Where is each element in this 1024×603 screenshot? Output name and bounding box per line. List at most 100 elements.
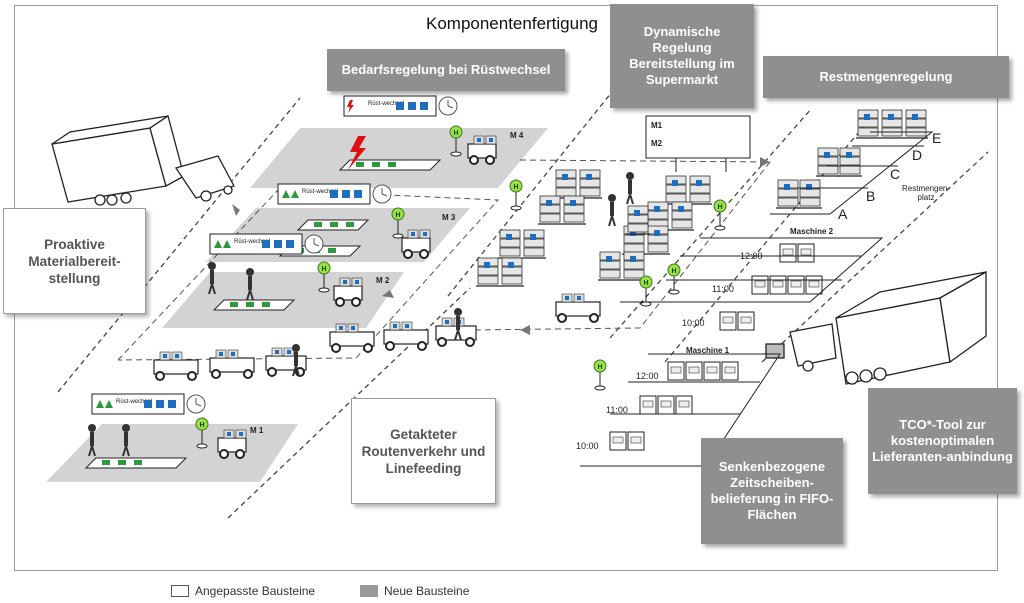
container-stack — [816, 147, 840, 177]
worker — [122, 424, 130, 457]
floor-m4 — [250, 128, 548, 188]
container-stack — [664, 175, 688, 205]
svg-text:H: H — [671, 268, 676, 275]
supermarket-board — [645, 115, 751, 172]
cart — [265, 347, 307, 377]
time-label: 11:00 — [712, 284, 734, 294]
cart — [209, 349, 255, 379]
svg-text:H: H — [643, 280, 648, 287]
worker — [208, 262, 216, 295]
fifo-container — [667, 361, 685, 381]
machine-label-m4: M 4 — [510, 131, 524, 140]
fifo-container — [751, 275, 769, 295]
container-stack — [798, 179, 822, 209]
container-stack — [838, 147, 862, 177]
box-proaktive-materialbereitstellung: Proaktive Materialbereit-stellung — [3, 208, 146, 314]
maschine-1-label: Maschine 1 — [686, 346, 730, 355]
cart — [383, 321, 429, 351]
machine-label-m1: M 1 — [250, 426, 264, 435]
box-dynamische-regelung: Dynamische Regelung Bereitstellung im Su… — [610, 4, 754, 108]
container-stack — [670, 201, 694, 231]
h-marker-icon: H — [639, 275, 653, 307]
legend-new: Neue Bausteine — [360, 584, 469, 598]
fifo-container — [609, 431, 627, 451]
box-getakteter-routenverkehr: Getakteter Routenverkehr und Linefeeding — [351, 398, 496, 504]
container-stack — [554, 169, 578, 199]
time-label: 12:00 — [636, 371, 659, 381]
cart — [153, 351, 199, 381]
container-stack — [904, 109, 928, 139]
changeover-sign: Rüst-wechsel — [91, 393, 206, 415]
legend-new-label: Neue Bausteine — [384, 584, 470, 598]
fifo-container — [737, 311, 755, 331]
box-senkenbezogene-belieferung: Senkenbezogene Zeitscheiben-belieferung … — [701, 438, 843, 544]
workbench — [338, 159, 442, 171]
workbench — [84, 457, 188, 469]
restmengen-letter-d: D — [912, 147, 923, 163]
svg-text:H: H — [717, 204, 722, 211]
container-stack — [646, 225, 670, 255]
fifo-container — [787, 275, 805, 295]
h-marker-icon: H — [391, 207, 405, 239]
h-marker-icon: H — [195, 417, 209, 449]
container-stack — [562, 195, 586, 225]
legend-adapted: Angepasste Bausteine — [171, 584, 315, 598]
box-tco-tool: TCO*-Tool zur kostenoptimalen Lieferante… — [868, 388, 1017, 494]
container-stack — [688, 175, 712, 205]
h-marker-icon: H — [667, 263, 681, 295]
container-stack — [500, 257, 524, 287]
worker — [608, 194, 616, 227]
fifo-container — [703, 361, 721, 381]
svg-text:H: H — [199, 422, 204, 429]
box-bedarfsregelung: Bedarfsregelung bei Rüstwechsel — [327, 49, 565, 91]
cart — [555, 293, 601, 323]
maschine-2-label: Maschine 2 — [790, 227, 834, 236]
changeover-sign: Rüst-wechsel — [277, 183, 392, 205]
h-marker-icon: H — [317, 261, 331, 293]
machine-label-m3: M 3 — [442, 213, 456, 222]
worker — [246, 268, 254, 301]
svg-text:Rüst-wechsel: Rüst-wechsel — [116, 399, 152, 405]
svg-text:Rüst-wechsel: Rüst-wechsel — [234, 239, 270, 245]
h-marker-icon: H — [593, 359, 607, 391]
board-label-m2: M2 — [651, 139, 663, 148]
fifo-container — [779, 243, 797, 263]
container-stack — [598, 251, 622, 281]
fifo-container — [627, 431, 645, 451]
board-label-m1: M1 — [651, 121, 663, 130]
h-marker-icon: H — [449, 125, 463, 157]
svg-text:H: H — [513, 184, 518, 191]
worker — [626, 172, 634, 205]
container-stack — [578, 169, 602, 199]
container-stack — [856, 109, 880, 139]
fifo-container — [675, 395, 693, 415]
cart — [329, 323, 375, 353]
restmengen-letter-c: C — [890, 166, 901, 182]
changeover-sign: Rüst-wechsel — [209, 233, 324, 255]
worker — [88, 424, 96, 457]
legend-swatch-white — [171, 585, 189, 597]
legend-swatch-grey — [360, 585, 378, 597]
page-title: Komponentenfertigung — [392, 14, 632, 34]
container-stack — [498, 229, 522, 259]
cart — [467, 135, 497, 165]
fifo-container — [805, 275, 823, 295]
separator-line — [761, 151, 989, 363]
fifo-container — [719, 311, 737, 331]
time-label: 10:00 — [576, 441, 599, 451]
box-restmengenregelung: Restmengenregelung — [763, 56, 1009, 98]
container-stack — [626, 205, 650, 235]
changeover-sign: Rüst-wechsel — [343, 95, 458, 117]
container-stack — [476, 257, 500, 287]
fifo-container — [721, 361, 739, 381]
svg-text:H: H — [597, 364, 602, 371]
machine-label-m2: M 2 — [376, 276, 390, 285]
supermarket-loop — [469, 159, 772, 331]
container-stack — [538, 195, 562, 225]
fifo-container — [657, 395, 675, 415]
separator-line — [227, 287, 471, 519]
time-label: 10:00 — [682, 318, 705, 328]
cart — [217, 429, 247, 459]
